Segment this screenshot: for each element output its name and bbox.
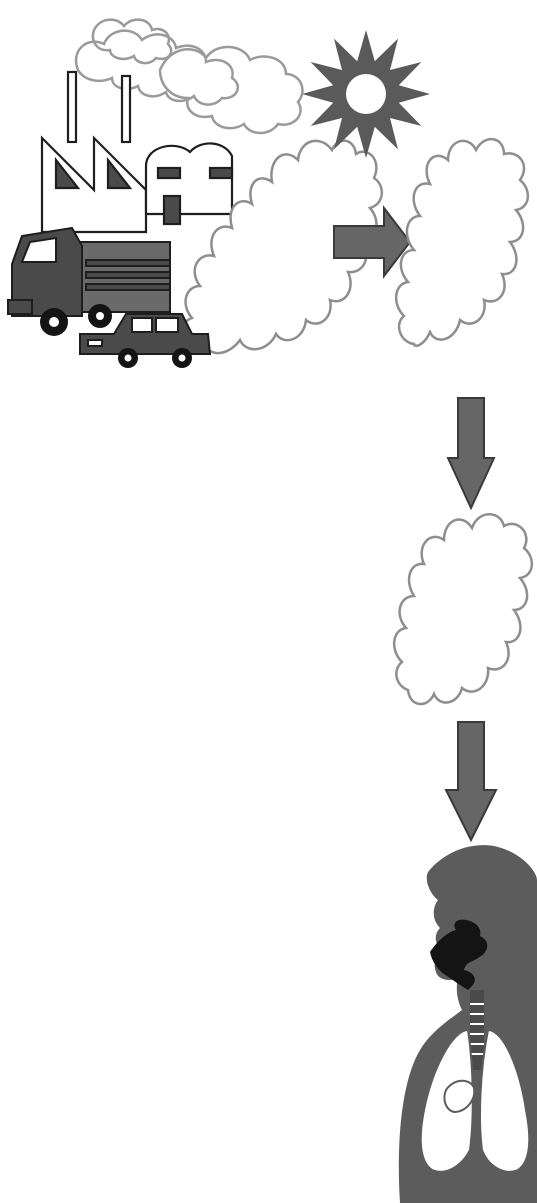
arrow-down-icon xyxy=(446,722,496,840)
human-lungs-icon xyxy=(399,845,537,1203)
smoke-plume-icon xyxy=(76,20,302,133)
inhaled-air-cloud-icon xyxy=(394,514,532,704)
transformed-pollutants-cloud-icon xyxy=(396,139,528,346)
factory-icon xyxy=(42,72,232,232)
sun-icon xyxy=(302,30,430,158)
arrow-down-icon xyxy=(448,398,494,508)
